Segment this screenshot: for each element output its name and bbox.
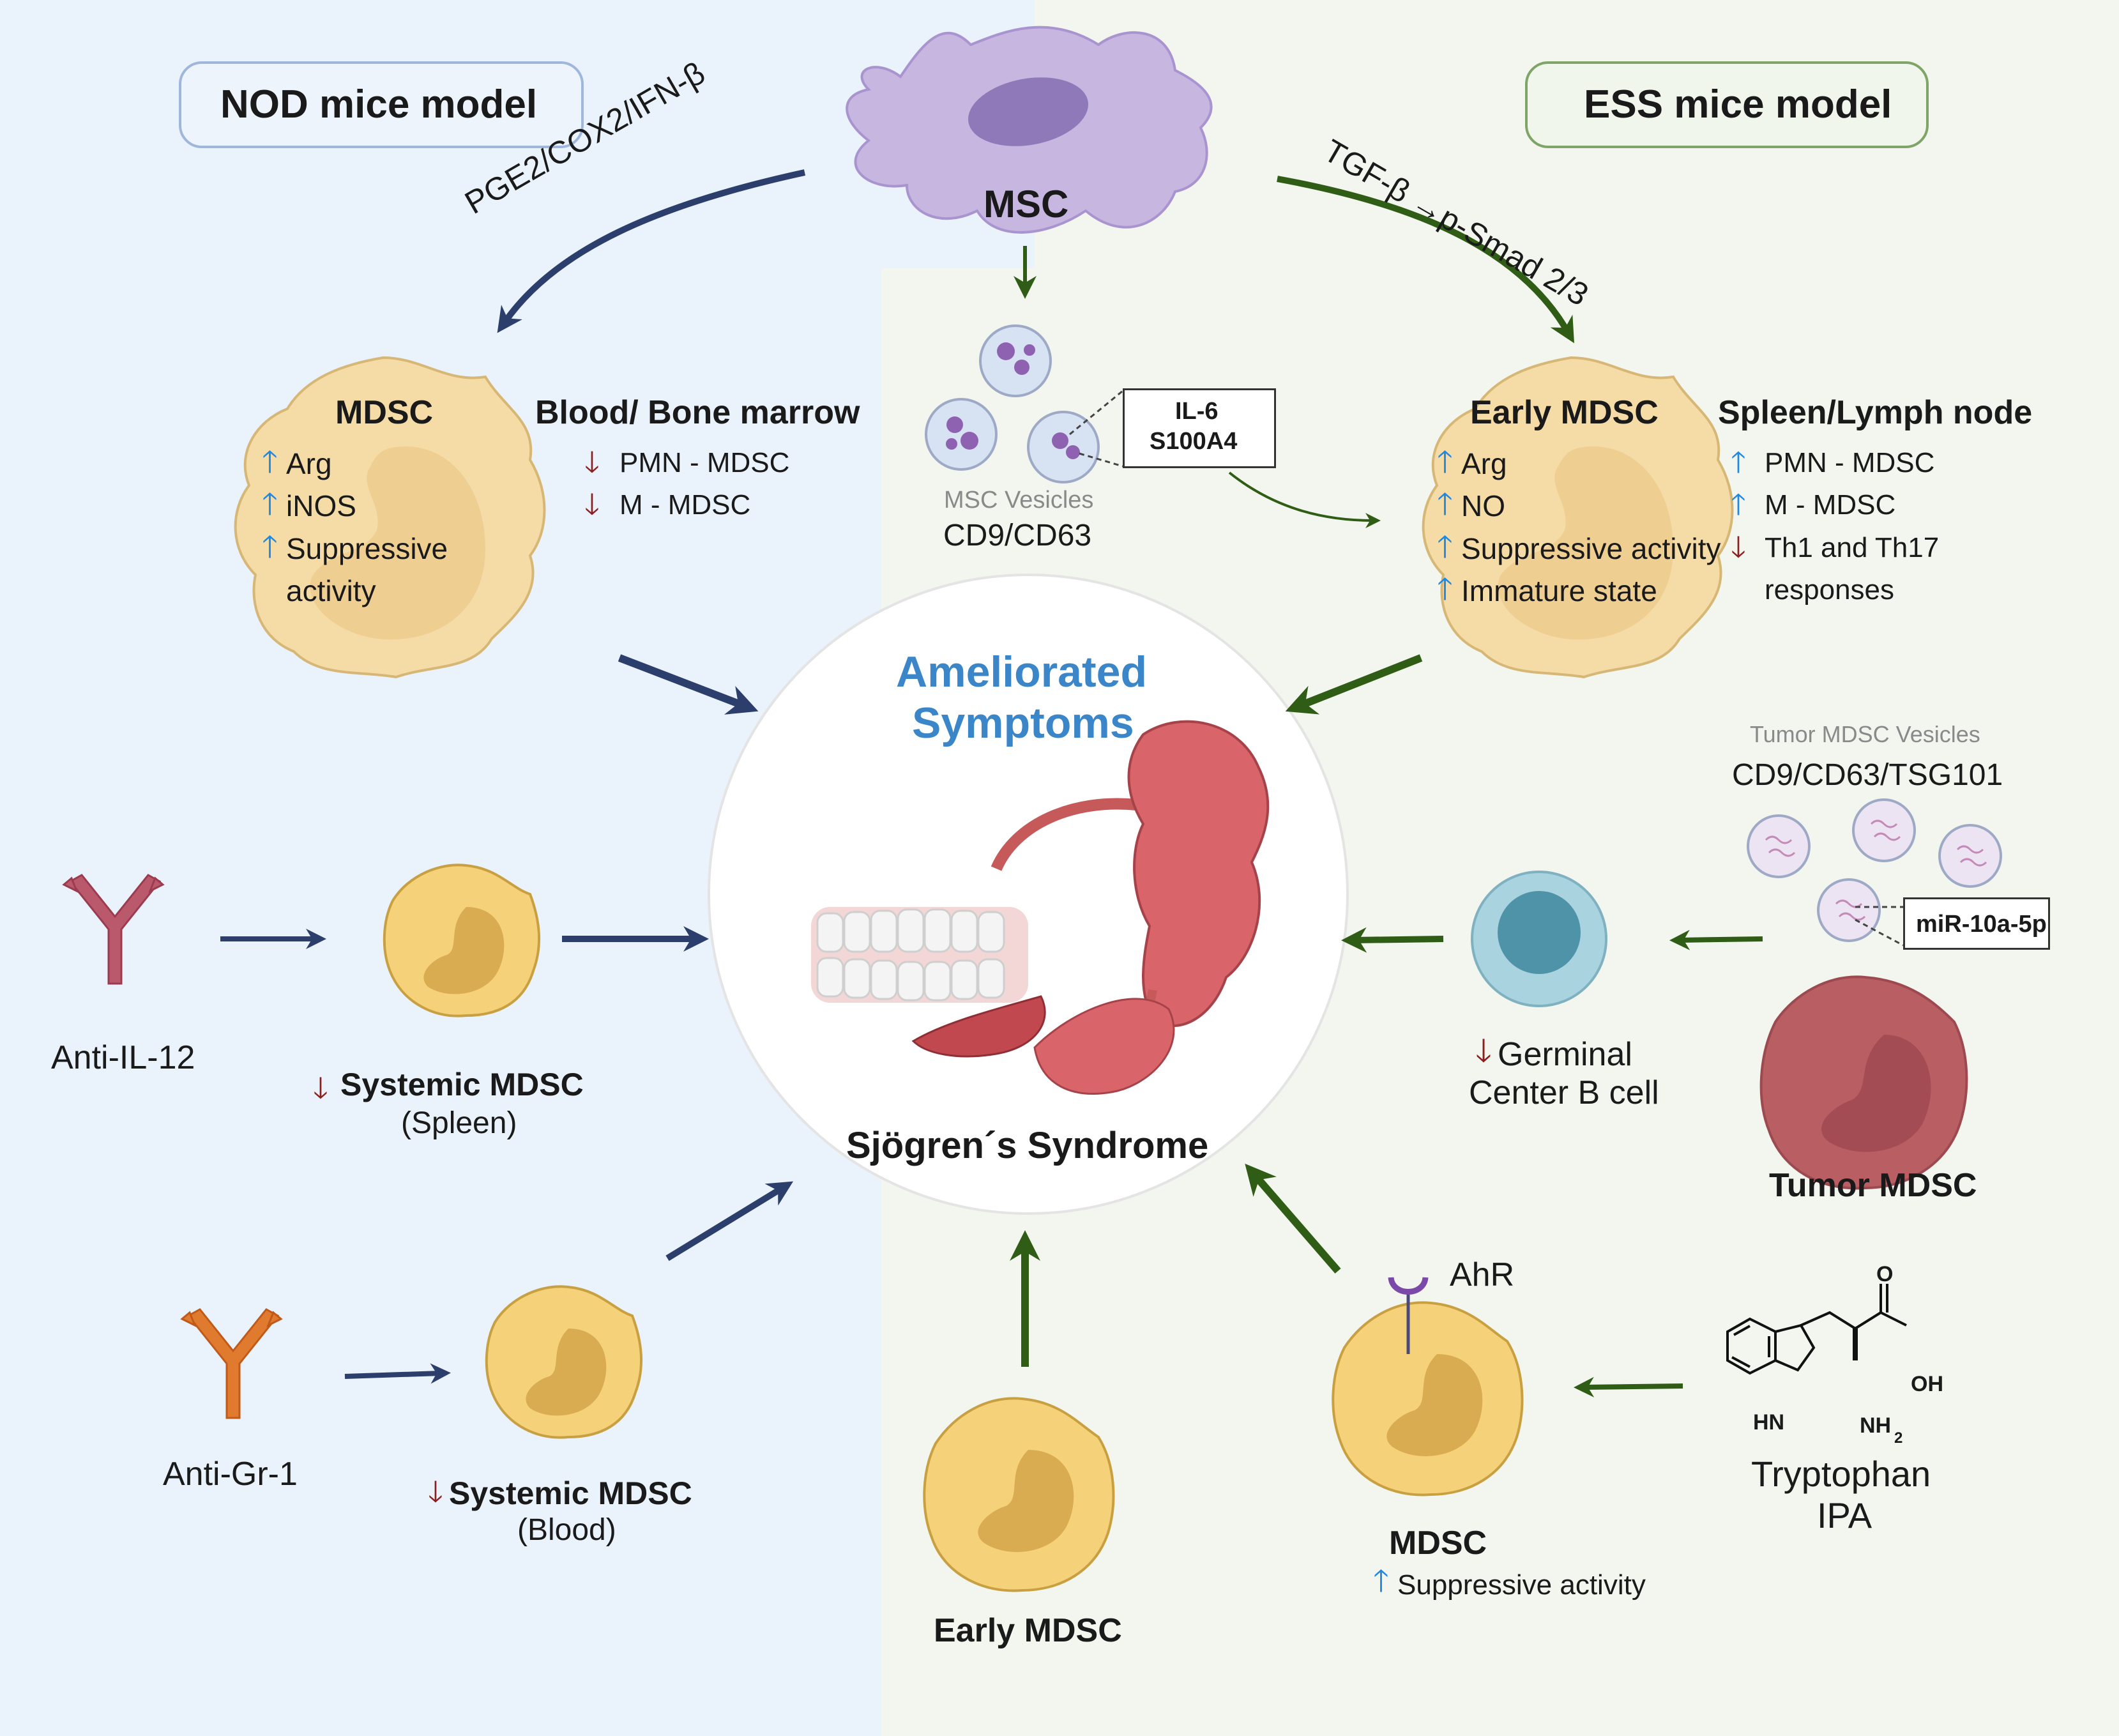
ess-site-responses: responses (1765, 574, 1895, 605)
ahr-label: AhR (1450, 1256, 1515, 1293)
atom-nh: NH (1860, 1413, 1892, 1438)
msc-vesicles-markers: CD9/CD63 (943, 519, 1092, 552)
tumor-cargo-box (1903, 897, 2050, 950)
ess-mdsc-item-suppressive: Suppressive activity (1461, 532, 1721, 565)
ess-mdsc-item-no: NO (1461, 489, 1505, 522)
down-arrow-icon: 🡓 (584, 487, 600, 521)
atom-o: O (1876, 1262, 1894, 1286)
down-arrow-icon: 🡓 (584, 445, 600, 478)
blood-mdsc-site: (Blood) (517, 1513, 616, 1547)
blood-mdsc-title: Systemic MDSC (449, 1475, 692, 1511)
down-arrow-icon: 🡓 (1475, 1033, 1492, 1069)
msc-cell (846, 26, 1213, 234)
nod-mdsc-item-inos: iNOS (286, 489, 356, 522)
ahr-mdsc-cell (1332, 1277, 1524, 1496)
gr1-arrow (344, 1363, 451, 1384)
ess-mdsc-item-arg: Arg (1461, 447, 1507, 480)
tumor-vesicles-markers: CD9/CD63/TSG101 (1732, 758, 2003, 792)
nod-mdsc-to-center-arrow (618, 654, 759, 715)
spleen-mdsc-cell (383, 864, 541, 1017)
msc-cargo-box (1123, 388, 1276, 468)
early-mdsc-bottom-cell (923, 1397, 1115, 1592)
bcell-label-2: Center B cell (1469, 1074, 1659, 1111)
anti-il12-antibody (62, 874, 165, 985)
up-arrow-icon: 🡑 (262, 487, 278, 521)
ahr-mdsc-title: MDSC (1389, 1525, 1487, 1562)
germinal-center-bcell (1471, 871, 1607, 1007)
down-arrow-icon: 🡓 (428, 1475, 443, 1508)
ess-model-label: ESS mice model (1584, 82, 1892, 126)
msc-vesicles-label: MSC Vesicles (944, 487, 1094, 514)
center-title-2: Symptoms (912, 699, 1134, 747)
tumor-vesicles-label: Tumor MDSC Vesicles (1750, 721, 1980, 747)
tumor-mdsc-cell (1759, 975, 1968, 1190)
atom-nh-subscript: 2 (1894, 1429, 1903, 1447)
down-arrow-icon: 🡓 (1731, 530, 1746, 563)
blood-mdsc-arrow (665, 1181, 794, 1261)
bcell-label-1: Germinal (1498, 1036, 1632, 1073)
up-arrow-icon: 🡑 (262, 530, 278, 564)
atom-oh: OH (1911, 1372, 1943, 1396)
ess-mdsc-title: Early MDSC (1470, 394, 1659, 431)
ahr-receptor-icon (1388, 1277, 1429, 1295)
msc-label: MSC (984, 183, 1069, 225)
anti-gr1-antibody (180, 1308, 283, 1419)
tumor-vesicles (1747, 798, 2002, 942)
ess-site-th: Th1 and Th17 (1765, 532, 1940, 563)
ipa-label: IPA (1817, 1495, 1872, 1535)
up-arrow-icon: 🡑 (1437, 572, 1453, 606)
up-arrow-icon: 🡑 (262, 445, 278, 479)
up-arrow-icon: 🡑 (1731, 445, 1746, 478)
anti-gr1-label: Anti-Gr-1 (163, 1456, 298, 1493)
ess-mdsc-item-immature: Immature state (1461, 574, 1657, 607)
nod-site-pmn: PMN - MDSC (619, 447, 790, 478)
down-arrow-icon: 🡓 (313, 1071, 328, 1104)
nod-mdsc-item-suppressive: Suppressive (286, 532, 448, 565)
ahr-mdsc-arrow (1245, 1163, 1341, 1274)
ess-site-m: M - MDSC (1765, 489, 1896, 521)
spleen-mdsc-site: (Spleen) (401, 1106, 517, 1140)
tumor-vesicle-arrow (1669, 929, 1763, 950)
ess-site-pmn: PMN - MDSC (1765, 447, 1935, 478)
up-arrow-icon: 🡑 (1731, 487, 1746, 521)
tryptophan-label: Tryptophan (1751, 1454, 1931, 1494)
nod-site-m: M - MDSC (619, 489, 751, 521)
bcell-arrow (1341, 927, 1444, 953)
tumor-mdsc-label: Tumor MDSC (1769, 1167, 1977, 1204)
nod-site-title: Blood/ Bone marrow (535, 394, 860, 431)
nod-model-label: NOD mice model (220, 82, 538, 126)
disease-label: Sjögren´s Syndrome (846, 1125, 1209, 1166)
nod-pathway-arrow (497, 169, 806, 333)
msc-cargo-il6: IL-6 (1175, 398, 1219, 425)
nod-mdsc-item-arg: Arg (286, 447, 332, 480)
ess-site-title: Spleen/Lymph node (1718, 394, 2033, 431)
nod-mdsc-item-activity: activity (286, 574, 376, 607)
up-arrow-icon: 🡑 (1437, 445, 1453, 479)
spleen-mdsc-title: Systemic MDSC (340, 1067, 584, 1102)
blood-mdsc-cell (485, 1285, 643, 1439)
up-arrow-icon: 🡑 (1437, 530, 1453, 564)
up-arrow-icon: 🡑 (1373, 1564, 1389, 1598)
nod-mdsc-title: MDSC (335, 394, 434, 431)
up-arrow-icon: 🡑 (1437, 487, 1453, 521)
tumor-cargo-label: miR-10a-5p (1916, 911, 2047, 938)
anti-il12-label: Anti-IL-12 (51, 1039, 195, 1076)
ess-mdsc-to-center-arrow (1285, 654, 1423, 715)
nod-model-box (179, 61, 584, 148)
ess-model-box (1525, 61, 1929, 148)
ess-pathway-arrow (1277, 176, 1575, 344)
center-title: Ameliorated (896, 648, 1147, 696)
ahr-mdsc-effect: Suppressive activity (1397, 1569, 1646, 1601)
atom-hn: HN (1753, 1410, 1785, 1435)
salivary-gland-illustration (811, 720, 1270, 1095)
tryptophan-arrow (1574, 1376, 1683, 1397)
tryptophan-structure (1726, 1284, 1907, 1375)
msc-cargo-s100a4: S100A4 (1150, 428, 1238, 455)
early-mdsc-bottom-label: Early MDSC (934, 1612, 1122, 1649)
